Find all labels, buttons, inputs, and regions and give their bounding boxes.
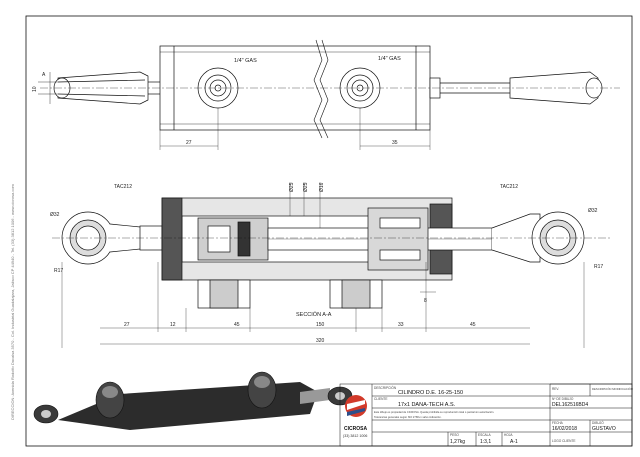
modificacion-label: DESCRIPCIÓN MODIFICACIÓN bbox=[592, 386, 633, 391]
logo-phone: (33) 3812 1006 bbox=[343, 434, 367, 438]
dim-bottom: 45 bbox=[234, 322, 240, 328]
hoja-value: A-1 bbox=[510, 439, 518, 445]
escala-label: ESCALA bbox=[478, 433, 491, 437]
numero-label: Nº DE DIBUJO bbox=[552, 397, 574, 401]
top-dim-right: 35 bbox=[392, 140, 398, 146]
logo-name: CICROSA bbox=[344, 426, 367, 432]
fecha-label: FECHA bbox=[552, 421, 564, 425]
cliente-label: CLIENTE bbox=[374, 397, 387, 401]
section-label: SECCIÓN A-A bbox=[296, 311, 332, 318]
section-view bbox=[52, 182, 612, 348]
dim-total: 320 bbox=[316, 338, 325, 344]
rev-label: REV. bbox=[552, 387, 559, 391]
top-view bbox=[38, 39, 620, 150]
dim-bottom: 45 bbox=[470, 322, 476, 328]
dia-left: Ø32 bbox=[50, 212, 60, 218]
tag-right: TAC212 bbox=[500, 184, 518, 190]
peso-label: PESO bbox=[450, 433, 459, 437]
peso-value: 1,27kg bbox=[450, 439, 465, 445]
top-dim-10: 10 bbox=[32, 86, 38, 92]
dibujo-value: GUSTAVO bbox=[592, 426, 616, 432]
cliente-value: 17x1 DANA-TECH A.S. bbox=[398, 402, 456, 408]
title-block bbox=[339, 383, 633, 447]
descripcion-value: CILINDRO D.E. 16-25-150 bbox=[398, 390, 463, 396]
rad-left: R17 bbox=[54, 268, 63, 274]
numero-value: DEL162516BD4 bbox=[552, 402, 588, 408]
bottom-dims: 27 12 45 150 33 45 bbox=[124, 322, 476, 328]
gap-dim: 8 bbox=[424, 298, 427, 304]
dim-bottom: 27 bbox=[124, 322, 130, 328]
escala-value: 1:3,1 bbox=[480, 439, 491, 445]
rad-right: R17 bbox=[594, 264, 603, 270]
tag-left: TAC212 bbox=[114, 184, 132, 190]
note-2: Tolerancias generales según ISO 2768-m s… bbox=[374, 415, 442, 419]
top-dim-a: A bbox=[42, 72, 46, 78]
top-dim-left: 27 bbox=[186, 140, 192, 146]
render-3d bbox=[33, 371, 353, 430]
port-right-label: 1/4" GAS bbox=[378, 56, 401, 62]
fecha-value: 16/02/2018 bbox=[552, 426, 577, 432]
company-logo: CICROSA (33) 3812 1006 bbox=[343, 395, 367, 438]
dibujo-label: DIBUJÓ bbox=[592, 420, 604, 425]
dim-bottom: 150 bbox=[316, 322, 325, 328]
dim-bottom: 12 bbox=[170, 322, 176, 328]
drawing-frame bbox=[25, 15, 633, 447]
hoja-label: HOJA bbox=[504, 433, 513, 437]
dim-bottom: 33 bbox=[398, 322, 404, 328]
note-1: Este dibujo es propiedad de CICROSA. Que… bbox=[374, 410, 494, 414]
cliente-small-label: LOGO CLIENTE bbox=[552, 439, 576, 443]
rod-dia-2: Ø16 bbox=[319, 182, 325, 192]
descripcion-label: DESCRIPCIÓN bbox=[374, 385, 397, 390]
port-left-label: 1/4" GAS bbox=[234, 58, 257, 64]
bore-dia: Ø25 bbox=[289, 182, 295, 192]
dia-right: Ø32 bbox=[588, 208, 598, 214]
side-info-text: DIRECCION: Avenida Rodolfo Dacalsa 3570 … bbox=[10, 183, 15, 420]
rod-dia-1: Ø25 bbox=[303, 182, 309, 192]
